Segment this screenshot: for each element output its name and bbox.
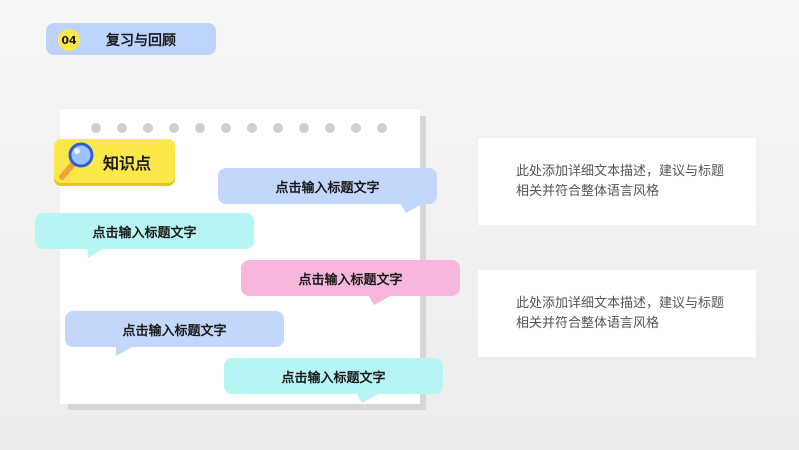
title-bubble-1[interactable]: 点击输入标题文字 (218, 168, 437, 204)
description-box-1[interactable]: 此处添加详细文本描述，建议与标题相关并符合整体语言风格 (478, 138, 756, 225)
notepad-hole (247, 123, 257, 133)
notepad-hole (351, 123, 361, 133)
title-bubble-text: 点击输入标题文字 (92, 225, 197, 241)
notepad-hole (299, 123, 309, 133)
bubble-tail (356, 393, 380, 403)
title-bubble-text: 点击输入标题文字 (122, 323, 227, 339)
notepad-hole (325, 123, 335, 133)
notepad-hole (273, 123, 283, 133)
knowledge-point-label: 知识点 (103, 154, 152, 173)
bubble-tail (400, 203, 424, 213)
description-text: 此处添加详细文本描述，建议与标题相关并符合整体语言风格 (516, 295, 725, 331)
notepad-hole (221, 123, 231, 133)
bubble-tail (368, 295, 392, 305)
notepad-hole (377, 123, 387, 133)
bubble-tail (116, 346, 134, 356)
section-title: 复习与回顾 (106, 33, 176, 49)
description-text: 此处添加详细文本描述，建议与标题相关并符合整体语言风格 (516, 163, 725, 199)
title-bubble-5[interactable]: 点击输入标题文字 (224, 358, 443, 394)
description-box-2[interactable]: 此处添加详细文本描述，建议与标题相关并符合整体语言风格 (478, 270, 756, 357)
bubble-tail (88, 248, 104, 258)
title-bubble-text: 点击输入标题文字 (281, 370, 386, 386)
title-bubble-4[interactable]: 点击输入标题文字 (65, 311, 284, 347)
notepad-hole (195, 123, 205, 133)
title-bubble-text: 点击输入标题文字 (298, 272, 403, 288)
magnifier-icon (59, 142, 94, 180)
notepad-hole (91, 123, 101, 133)
section-number: 04 (58, 29, 80, 51)
notepad-hole (117, 123, 127, 133)
title-bubble-text: 点击输入标题文字 (275, 180, 380, 196)
notepad-hole (143, 123, 153, 133)
title-bubble-3[interactable]: 点击输入标题文字 (241, 260, 460, 296)
notepad-hole (169, 123, 179, 133)
title-bubble-2[interactable]: 点击输入标题文字 (35, 213, 254, 249)
